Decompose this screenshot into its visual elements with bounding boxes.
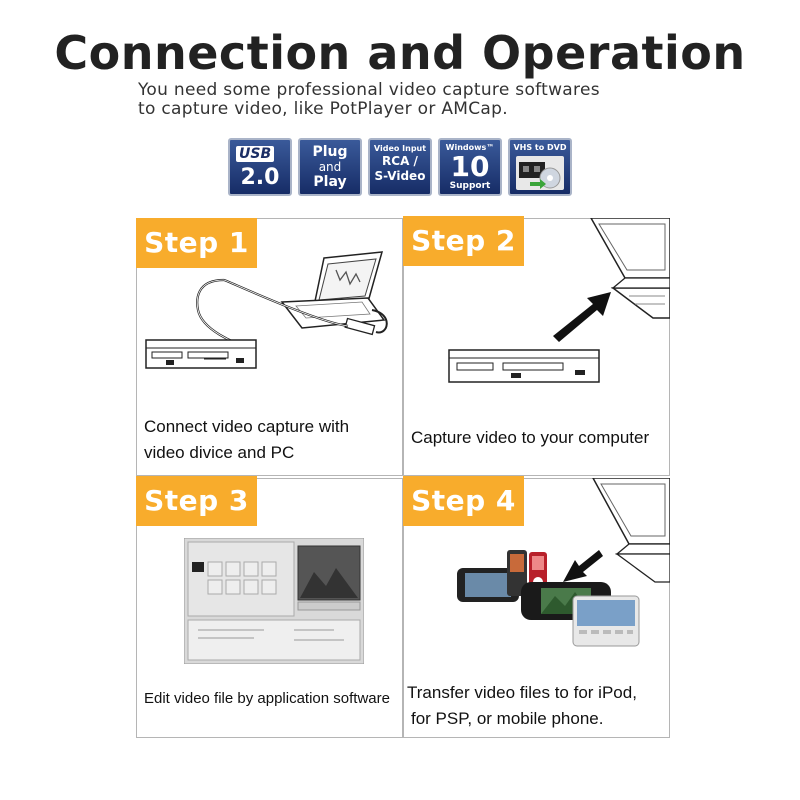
support-text: Support [449, 181, 491, 191]
step-4-illustration [457, 478, 670, 647]
step-2-illustration [448, 218, 670, 383]
ten-text: 10 [450, 150, 490, 183]
windows-text: Windows™ [445, 143, 495, 152]
step-3-caption: Edit video file by application software [144, 690, 390, 707]
step-4-caption: Transfer video files to for iPod, for PS… [407, 680, 637, 732]
page-title: Connection and Operation [54, 26, 746, 80]
video-input-text: Video Input [373, 144, 427, 153]
usb-badge: USB 2.0 [228, 138, 292, 196]
s-video-text: S-Video [374, 169, 426, 183]
step-2-caption: Capture video to your computer [411, 428, 650, 447]
step-1-illustration [145, 251, 388, 369]
vhs-dvd-icon [516, 156, 564, 190]
vhs-to-dvd-text: VHS to DVD [513, 143, 567, 152]
subtitle-line-1: You need some professional video capture… [138, 80, 600, 100]
plug-text: Plug [312, 144, 348, 160]
step-3-badge: Step 3 [136, 476, 257, 526]
step-4-badge: Step 4 [403, 476, 524, 526]
windows-10-badge: Windows™ 10 Support [438, 138, 502, 196]
vhs-to-dvd-badge: VHS to DVD [508, 138, 572, 196]
feature-badges: USB 2.0 Plug and Play Video Input RCA / … [228, 138, 572, 196]
usb-label: USB [236, 146, 275, 162]
page-subtitle: You need some professional video capture… [138, 81, 600, 119]
step-1-badge: Step 1 [136, 218, 257, 268]
subtitle-line-2: to capture video, like PotPlayer or AMCa… [138, 99, 508, 119]
usb-version: 2.0 [240, 165, 280, 190]
rca-text: RCA / [382, 154, 418, 168]
plug-and-play-badge: Plug and Play [298, 138, 362, 196]
step-1-caption: Connect video capture with video divice … [144, 414, 349, 466]
play-text: Play [313, 174, 347, 190]
step-3-illustration [184, 538, 364, 664]
step-4-caption-line-2: for PSP, or mobile phone. [411, 709, 604, 728]
step-4-caption-line-1: Transfer video files to for iPod, [407, 683, 637, 702]
step-1-caption-line-2: video divice and PC [144, 443, 295, 462]
step-2-badge: Step 2 [403, 216, 524, 266]
step-1-caption-line-1: Connect video capture with [144, 417, 350, 436]
video-input-badge: Video Input RCA / S-Video [368, 138, 432, 196]
and-text: and [318, 160, 342, 174]
